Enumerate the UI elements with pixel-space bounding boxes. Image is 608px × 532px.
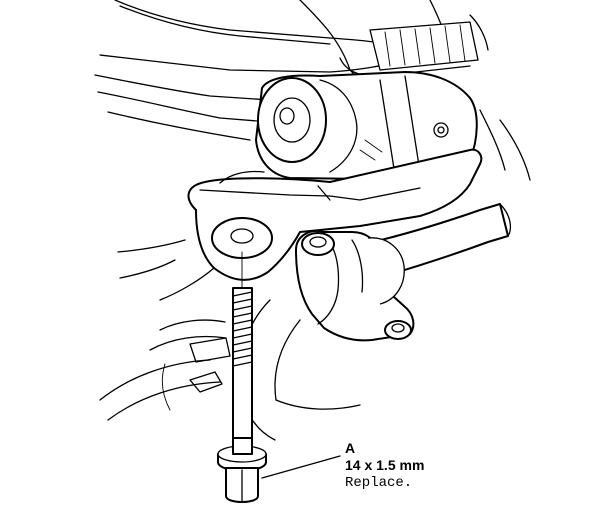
lower-arm-icon xyxy=(117,148,483,301)
compliance-bushing-icon xyxy=(255,71,478,181)
bolt-spec-label: 14 x 1.5 mm xyxy=(345,457,425,473)
callout-letter: A xyxy=(345,440,356,456)
stabilizer-bushing-holder-icon xyxy=(295,230,415,342)
callout-leader-line xyxy=(261,455,341,479)
flange-bolt-icon xyxy=(217,251,267,503)
knuckle-icon xyxy=(99,319,231,421)
subframe-icon xyxy=(94,0,531,181)
replace-note: Replace. xyxy=(345,475,413,491)
